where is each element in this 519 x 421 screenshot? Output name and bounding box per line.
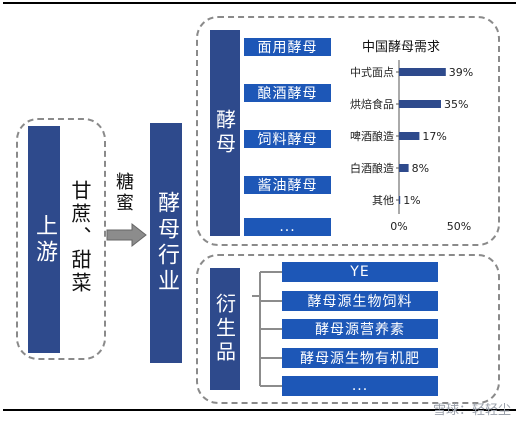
bar [399, 196, 401, 204]
derivative-item-4: 酵母源生物有机肥 [282, 348, 438, 368]
category-label: 中式面点 [350, 66, 394, 79]
derivative-item-1: YE [282, 262, 438, 282]
bar [399, 68, 446, 76]
data-label: 35% [444, 98, 468, 111]
yeast-item-5: ... [244, 218, 331, 236]
yeast-item-2: 酿酒酵母 [244, 84, 331, 102]
data-label: 39% [449, 66, 473, 79]
yeast-label: 酵母 [210, 30, 240, 236]
watermark: 雪球：轻轻尘 [432, 403, 511, 418]
bar [399, 164, 409, 172]
upstream-group [16, 118, 106, 360]
yeast-item-3: 饲料酵母 [244, 130, 331, 148]
data-label: 8% [412, 162, 429, 175]
flow-arrow [106, 222, 147, 248]
yeast-group [196, 16, 500, 246]
derivative-item-5: ... [282, 376, 438, 396]
x-tick-label: 0% [390, 220, 407, 233]
flow-label: 糖蜜 [113, 172, 134, 214]
upstream-label: 上游 [28, 126, 60, 353]
yeast-item-1: 面用酵母 [244, 38, 331, 56]
data-label: 1% [403, 194, 420, 207]
derivatives-label: 衍生品 [210, 268, 240, 390]
category-label: 烘焙食品 [350, 97, 394, 111]
x-tick-label: 50% [447, 220, 471, 233]
category-label: 啤酒酿造 [350, 129, 394, 143]
derivatives-connector [252, 271, 282, 387]
industry-label: 酵母行业 [150, 123, 182, 363]
data-label: 17% [422, 130, 446, 143]
bar [399, 132, 420, 140]
derivatives-group [196, 254, 500, 404]
derivative-item-2: 酵母源生物饲料 [282, 291, 438, 311]
category-label: 其他 [372, 194, 394, 207]
demand-chart: 中式面点 39% 烘焙食品 35% 啤酒酿造 17% 白酒酿造 8% 其他 1% 0% 50% [350, 60, 473, 233]
chart-title: 中国酵母需求 [362, 40, 441, 55]
yeast-item-4: 酱油酵母 [244, 176, 331, 194]
upstream-material: 甘蔗、甜菜 [68, 180, 92, 295]
derivative-item-3: 酵母源营养素 [282, 319, 438, 339]
bottom-rule [3, 409, 516, 411]
bar [399, 100, 441, 108]
category-label: 白酒酿造 [350, 161, 394, 175]
top-rule [3, 2, 516, 4]
